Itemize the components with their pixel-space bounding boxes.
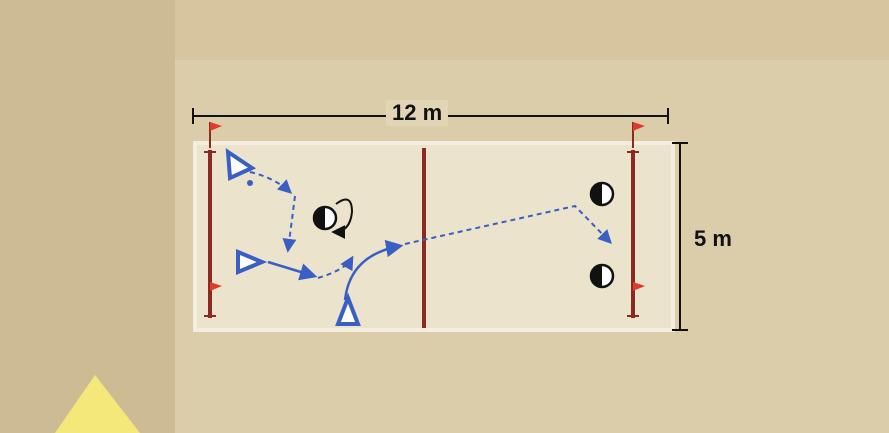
run-path-2: [343, 239, 404, 301]
flag-icon: [632, 282, 645, 312]
triangle-player-icon: [335, 292, 361, 326]
circle-half-player-icon: [312, 205, 338, 231]
yellow-triangle-marker: [55, 375, 140, 433]
flag-icon: [209, 122, 222, 148]
pass-path-3: [317, 255, 354, 279]
rotation-arrow-icon: [331, 198, 354, 239]
circle-half-player-icon: [589, 181, 615, 207]
run-path-1: [267, 260, 318, 281]
height-dimension: [672, 142, 688, 331]
circle-half-player-icon: [589, 263, 615, 289]
pass-path-4: [404, 204, 612, 245]
height-label: 5 m: [688, 226, 738, 252]
pass-path-2: [282, 195, 297, 253]
left-column-panel: [0, 0, 175, 433]
flag-icon: [209, 282, 222, 312]
triangle-player-icon: [236, 249, 268, 275]
triangle-player-icon: [225, 148, 257, 186]
flag-icon: [632, 122, 645, 148]
pass-path-1: [249, 171, 293, 194]
width-label: 12 m: [386, 100, 449, 126]
